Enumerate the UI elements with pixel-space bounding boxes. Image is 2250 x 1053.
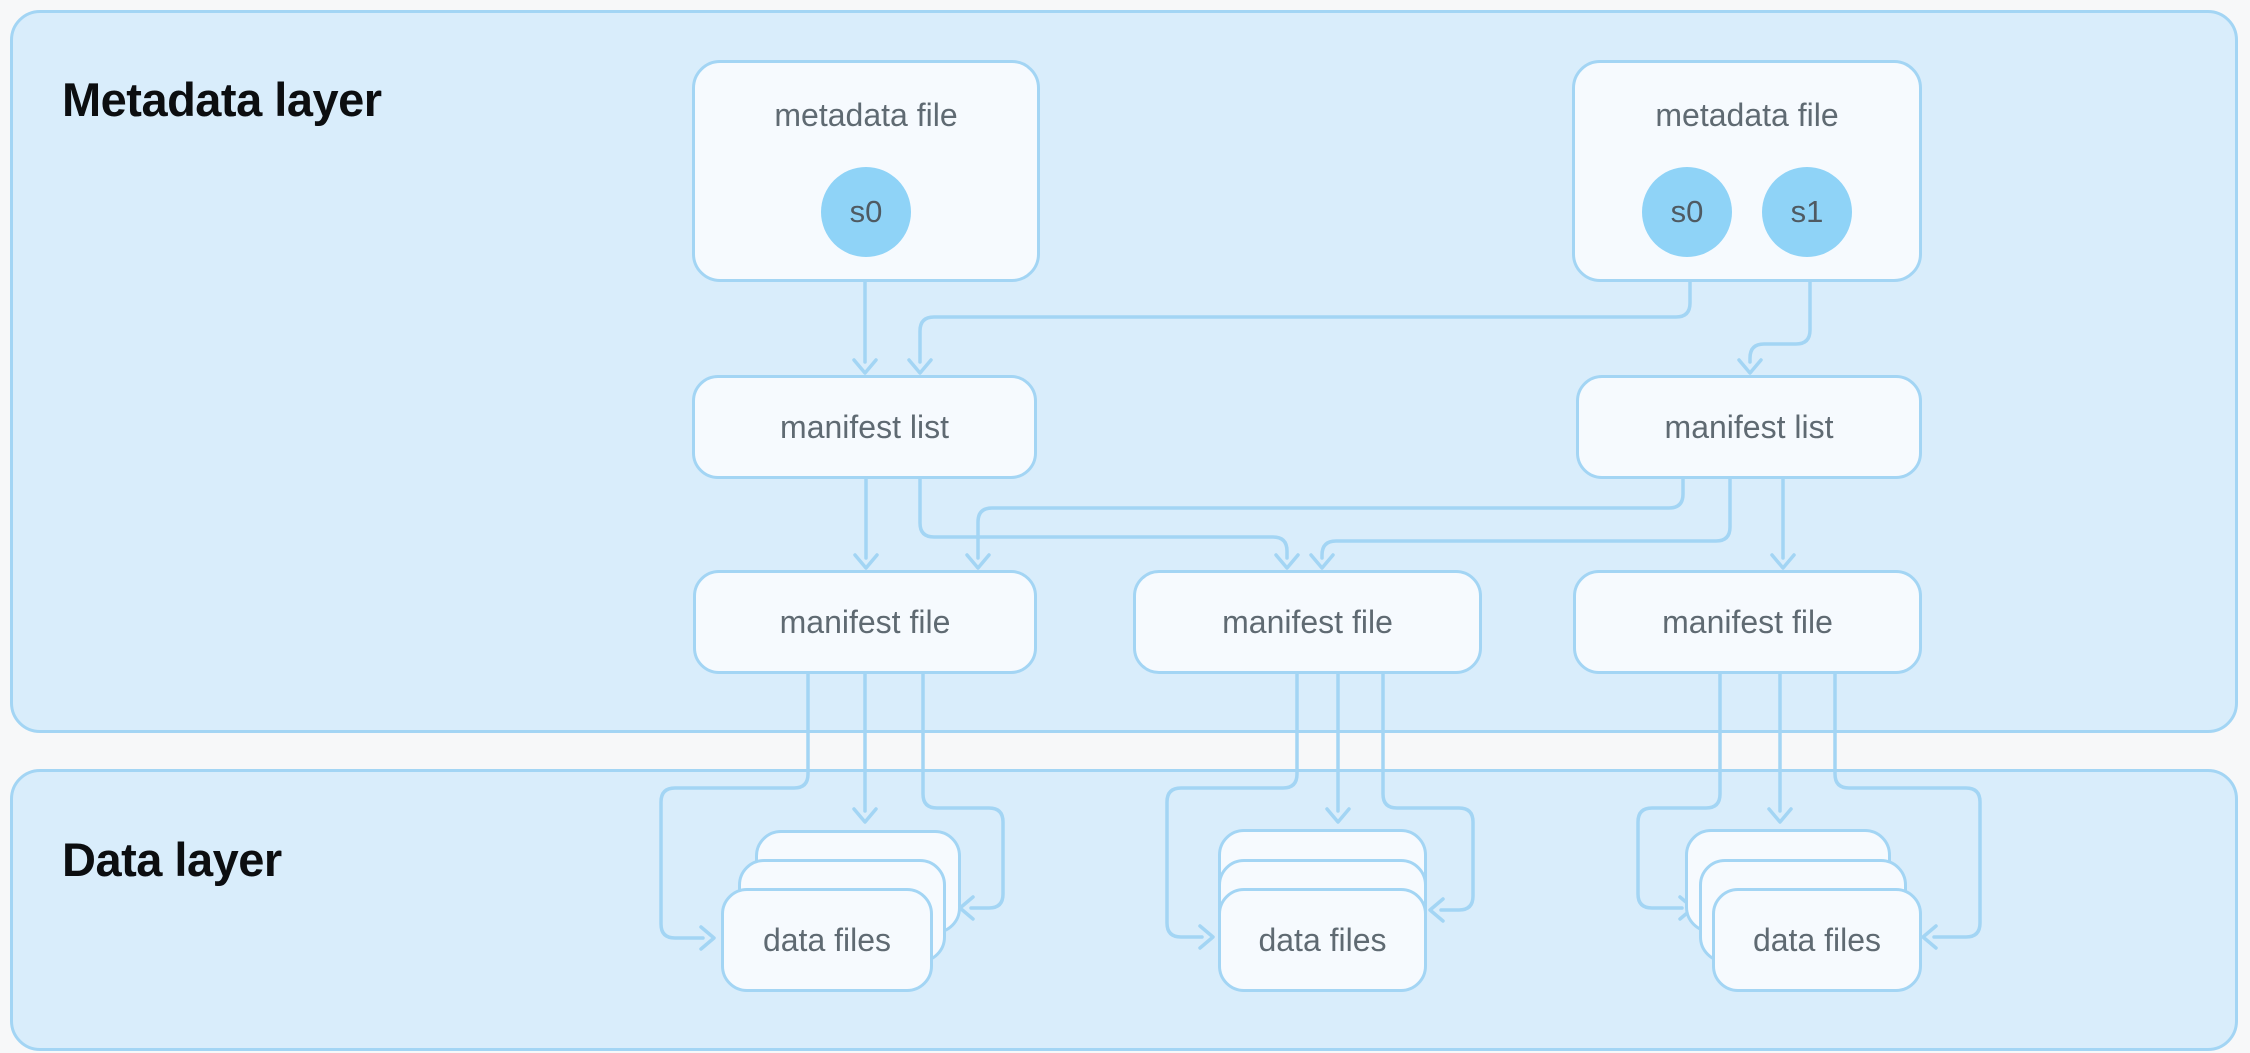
edge-manifest_file_right-to-data_files_right [1636,671,1722,910]
snapshot-s0-right: s0 [1642,167,1732,257]
node-label: manifest list [1664,408,1834,445]
node-manifest-list-right: manifest list [1576,375,1922,479]
metadata-layer-title: Metadata layer [62,73,382,126]
node-label: data files [1258,921,1387,958]
data-layer-title: Data layer [62,833,282,886]
node-manifest-file-left: manifest file [693,570,1037,674]
snapshot-row: s0 s1 [1642,167,1852,257]
edge-manifest_file_left-to-data_files_left [852,807,878,824]
edge-manifest_list_right-to-manifest_file_right [1770,553,1796,570]
edge-manifest_file_left-to-data_files_left [659,671,810,940]
edge-manifest_file_center-to-data_files_center [1325,807,1351,824]
edge-manifest_list_left-to-manifest_file_center [1274,553,1300,570]
edge-manifest_file_center-to-data_files_center [1198,924,1215,950]
data-files-card-front: data files [1712,888,1922,992]
node-metadata-file-right: metadata file s0 s1 [1572,60,1922,282]
edge-metadata_file_right.s1-to-manifest_list_right [1737,358,1763,375]
edge-metadata_file_right.s0-to-manifest_list_left [918,252,1692,364]
node-label: metadata file [1655,97,1839,133]
edge-metadata_file_right.s1-to-manifest_list_right [1748,252,1812,364]
data-files-card-front: data files [1218,888,1427,992]
edge-metadata_file_left.s0-to-manifest_list_left [852,358,878,375]
node-label: data files [762,921,892,958]
node-manifest-file-right: manifest file [1573,570,1922,674]
edge-manifest_file_right-to-data_files_right [1833,671,1982,939]
node-label: manifest list [780,408,949,445]
snapshot-row: s0 [821,167,911,257]
edge-manifest_file_left-to-data_files_left [699,925,716,951]
edge-manifest_list_right-to-manifest_file_center [1320,476,1732,560]
edge-manifest_list_left-to-manifest_file_left [853,553,879,570]
edge-manifest_file_right-to-data_files_right [1921,924,1938,950]
edge-manifest_file_center-to-data_files_center [1165,671,1299,939]
node-manifest-list-left: manifest list [692,375,1037,479]
edge-manifest_file_right-to-data_files_right [1767,807,1793,824]
edge-manifest_list_right-to-manifest_file_left [965,553,991,570]
data-files-card-front: data files [721,888,933,992]
node-label: manifest file [1662,603,1833,640]
snapshot-s1-right: s1 [1762,167,1852,257]
edge-manifest_list_right-to-manifest_file_center [1309,553,1335,570]
node-label: data files [1752,921,1882,958]
node-metadata-file-left: metadata file s0 [692,60,1040,282]
edge-metadata_file_right.s0-to-manifest_list_left [907,358,933,375]
edge-manifest_list_right-to-manifest_file_left [976,476,1685,560]
edge-manifest_list_left-to-manifest_file_center [918,476,1289,560]
edge-manifest_file_left-to-data_files_left [921,671,1005,910]
edge-manifest_file_center-to-data_files_center [1428,897,1445,923]
node-label: manifest file [779,603,951,640]
node-label: metadata file [774,97,958,133]
edge-manifest_file_center-to-data_files_center [1381,671,1475,912]
node-manifest-file-center: manifest file [1133,570,1482,674]
snapshot-s0-left: s0 [821,167,911,257]
node-label: manifest file [1222,603,1393,640]
